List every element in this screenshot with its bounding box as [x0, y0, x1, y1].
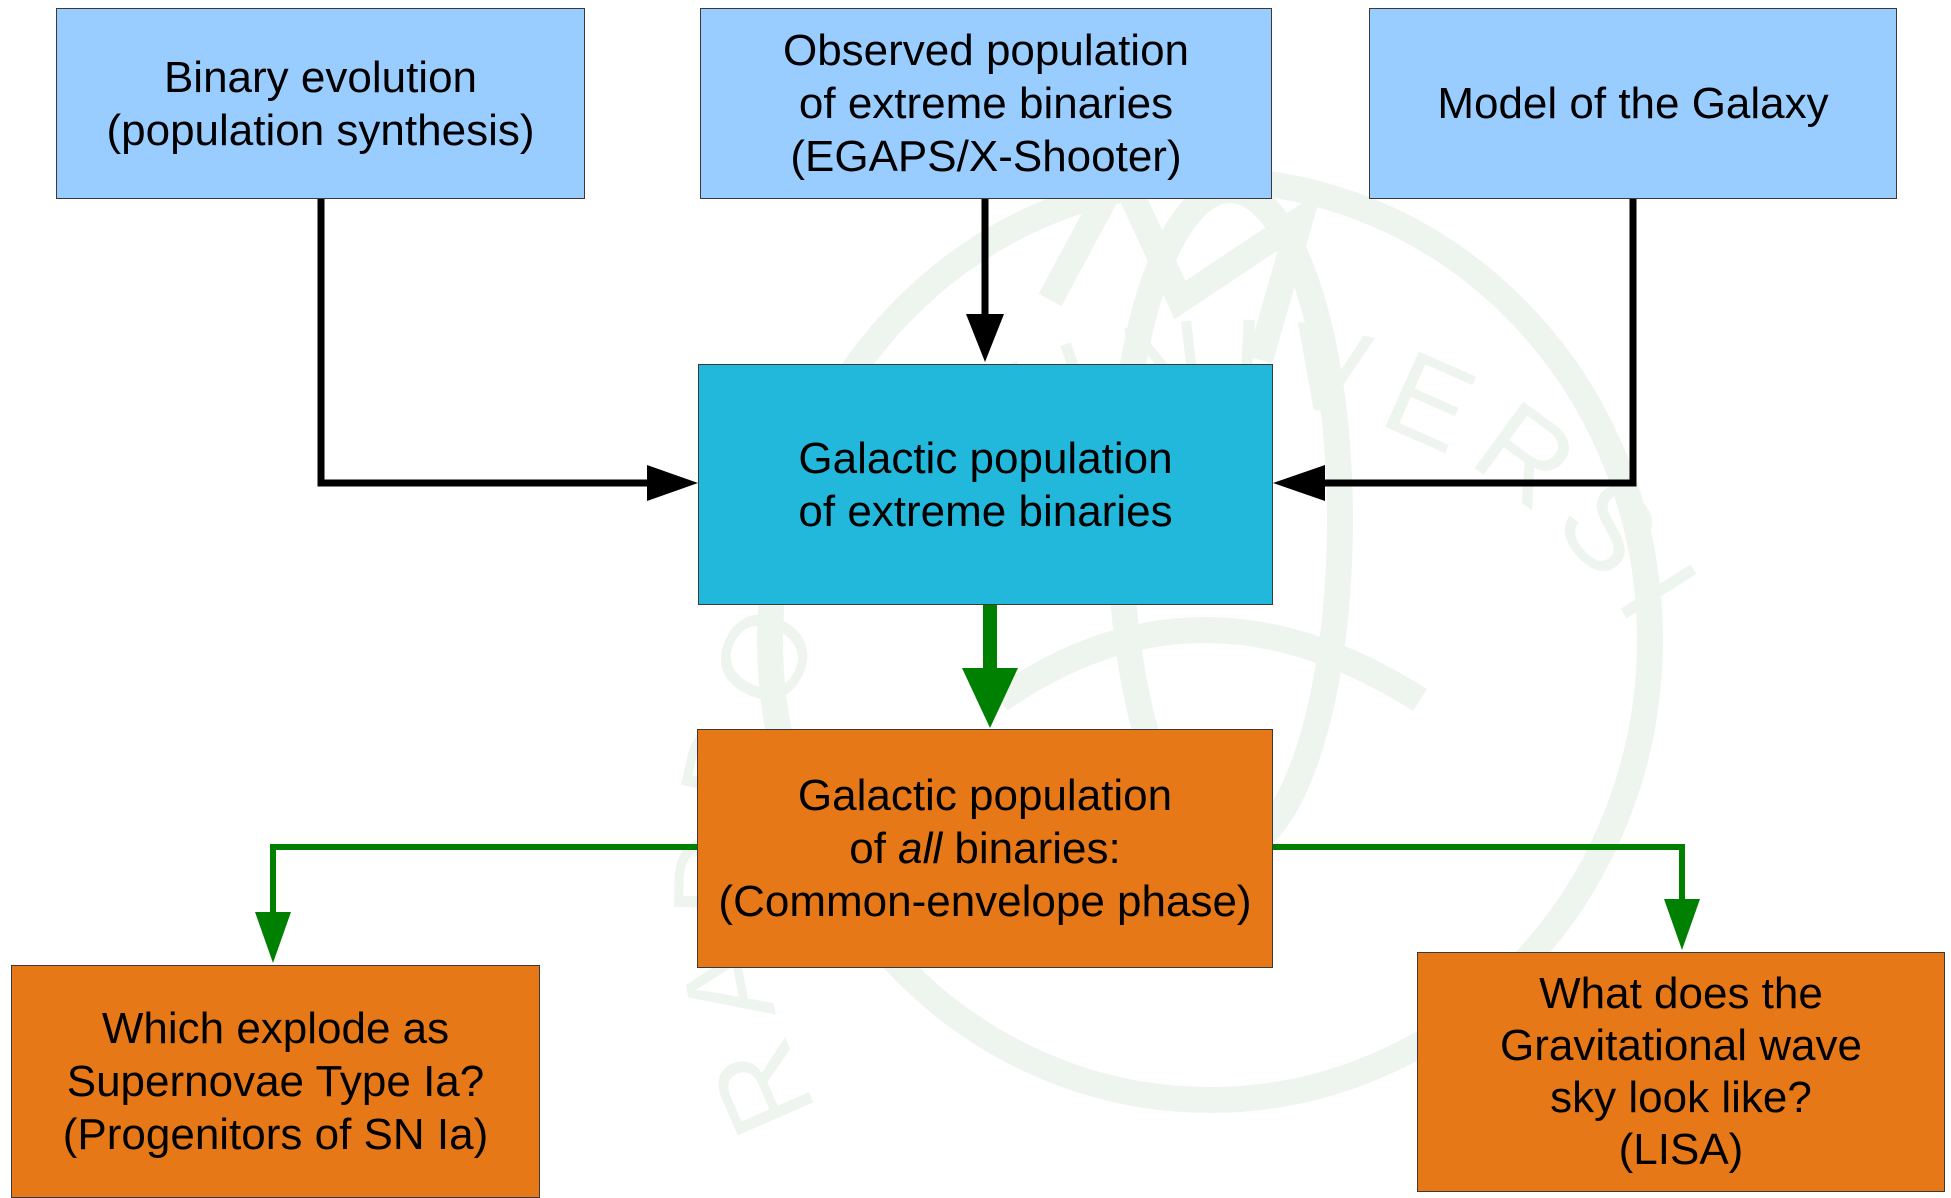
box-text-line: Galactic population [797, 771, 1173, 820]
arrowhead-right-into-center [1273, 465, 1325, 501]
arrowhead-green-down-right [1664, 899, 1700, 950]
box-text-line: of extreme binaries [798, 79, 1174, 128]
binary-evolution-box: Binary evolution (population synthesis) [56, 8, 585, 199]
text-fragment: binaries: [942, 824, 1121, 873]
box-text-line: (EGAPS/X-Shooter) [790, 132, 1182, 181]
box-text-line: (Progenitors of SN Ia) [62, 1110, 489, 1159]
arrowhead-left-into-center [647, 465, 698, 501]
box-text-line: (Common-envelope phase) [718, 877, 1252, 926]
text-fragment: of [849, 824, 899, 873]
emphasis-all: all [898, 824, 943, 873]
box-text-line: What does the [1539, 969, 1823, 1018]
box-text-line: (LISA) [1618, 1125, 1744, 1174]
arrow-binary-evolution-to-center [317, 197, 660, 487]
arrow-to-gravitational-wave [1273, 844, 1685, 902]
gravitational-wave-box: What does the Gravitational wave sky loo… [1417, 952, 1945, 1192]
box-text-line: sky look like? [1550, 1073, 1812, 1122]
box-text-line: Galactic population [798, 433, 1173, 483]
box-text-line: Binary evolution [163, 52, 478, 102]
galactic-extreme-binaries-box: Galactic population of extreme binaries [698, 364, 1273, 605]
box-text-line: of extreme binaries [798, 486, 1173, 536]
box-text-line: Observed population [782, 26, 1190, 75]
supernovae-box: Which explode as Supernovae Type Ia? (Pr… [11, 965, 540, 1198]
galactic-all-binaries-box: Galactic population of all binaries: (Co… [697, 729, 1273, 968]
box-text-line: (population synthesis) [106, 105, 535, 155]
box-text-line: Gravitational wave [1500, 1021, 1862, 1070]
arrowhead-green-down-center [962, 668, 1018, 728]
box-text-line: of all binaries: [849, 822, 1121, 875]
galaxy-model-box: Model of the Galaxy [1369, 8, 1897, 199]
box-text-line: Which explode as [101, 1004, 450, 1053]
observed-population-box: Observed population of extreme binaries … [700, 8, 1272, 199]
arrowhead-green-down-left [255, 912, 291, 963]
box-text-line: Model of the Galaxy [1437, 79, 1829, 128]
box-text-line: Supernovae Type Ia? [66, 1057, 485, 1106]
arrow-to-supernovae [270, 844, 697, 915]
arrow-galaxy-model-to-center [1325, 197, 1637, 487]
arrowhead-down-into-center [966, 314, 1004, 362]
